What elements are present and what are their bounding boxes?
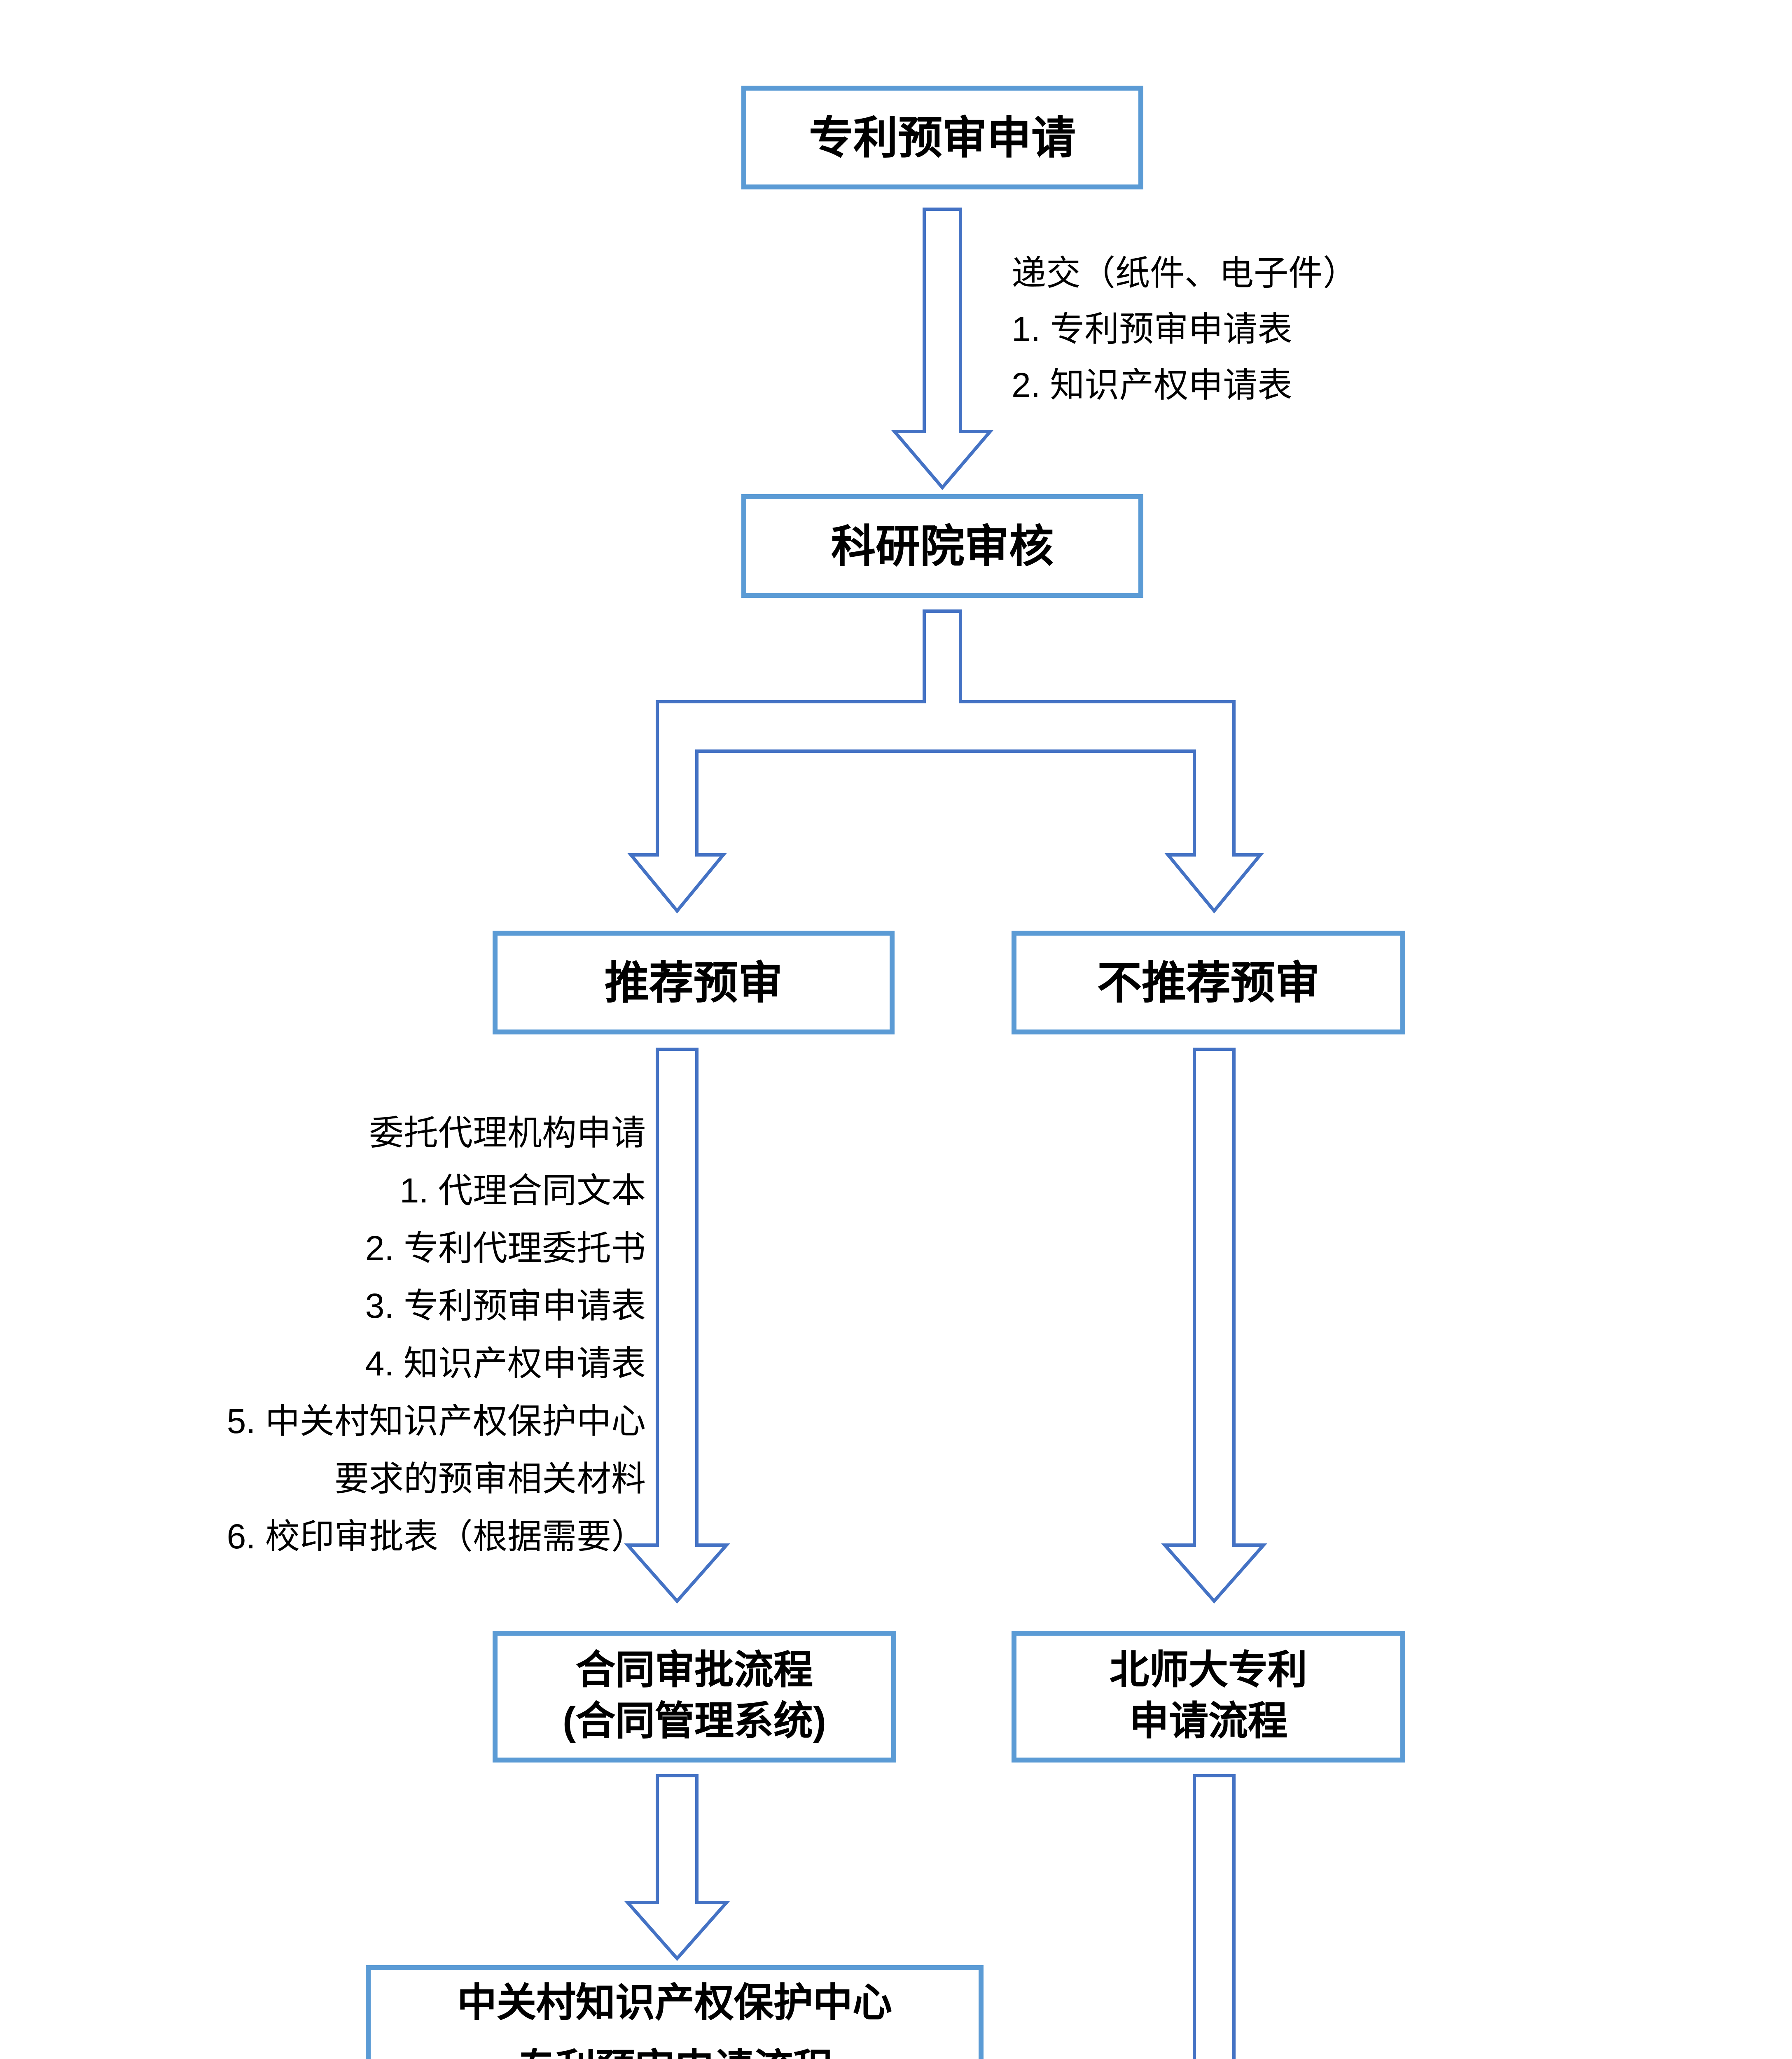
note-line: 委托代理机构申请: [369, 1115, 646, 1153]
note-agency-materials: 委托代理机构申请 1. 代理合同文本 2. 专利代理委托书 3. 专利预审申请表…: [92, 1105, 646, 1566]
node-label: 科研院审核: [831, 521, 1054, 571]
flow-node-zgc-center: 中关村知识产权保护中心 专利预审申请流程: [366, 1965, 984, 2059]
connector-contract-to-zgc-arrow: [624, 1774, 730, 1961]
node-label: 不推荐预审: [1097, 958, 1320, 1007]
note-line: 2. 专利代理委托书: [365, 1230, 646, 1268]
note-line: 要求的预审相关材料: [334, 1461, 646, 1499]
note-line: 1. 代理合同文本: [400, 1173, 646, 1211]
node-label-line2: (合同管理系统): [563, 1700, 826, 1744]
note-line: 2. 知识产权申请表: [1012, 367, 1292, 405]
note-line: 5. 中关村知识产权保护中心: [227, 1403, 646, 1441]
note-line: 6. 校印审批表（根据需要）: [227, 1519, 646, 1557]
connector-recommend-to-contract-arrow: [624, 1048, 730, 1604]
note-line: 递交（纸件、电子件）: [1012, 255, 1357, 293]
node-label-line1: 中关村知识产权保护中心: [457, 1981, 892, 2025]
flow-node-not-recommend: 不推荐预审: [1012, 931, 1405, 1034]
node-label: 推荐预审: [605, 958, 783, 1007]
flow-node-recommend: 推荐预审: [493, 931, 895, 1034]
note-line: 3. 专利预审申请表: [365, 1288, 646, 1326]
connector-preapp-to-review-arrow: [891, 208, 994, 490]
flow-node-sri-review: 科研院审核: [741, 494, 1143, 598]
note-line: 1. 专利预审申请表: [1012, 311, 1292, 349]
flow-node-bnu-patent-process: 北师大专利 申请流程: [1012, 1631, 1405, 1763]
node-label: 专利预审申请: [809, 113, 1076, 162]
node-label-line2: 专利预审申请流程: [516, 2037, 833, 2059]
node-label-line1: 合同审批流程: [576, 1649, 813, 1693]
node-label-line2: 申请流程: [1129, 1700, 1287, 1744]
connector-review-split-arrows: [627, 609, 1264, 914]
flow-node-patent-preapplication: 专利预审申请: [741, 86, 1143, 189]
connector-bnu-to-cnipa-arrow: [1193, 1774, 1236, 2059]
note-submit-materials: 递交（纸件、电子件） 1. 专利预审申请表 2. 知识产权申请表: [1012, 247, 1621, 415]
connector-notrecommend-to-bnu-arrow: [1161, 1048, 1267, 1604]
node-label-line1: 北师大专利: [1110, 1649, 1307, 1693]
note-line: 4. 知识产权申请表: [365, 1346, 646, 1384]
flow-node-contract-approval: 合同审批流程 (合同管理系统): [493, 1631, 896, 1763]
